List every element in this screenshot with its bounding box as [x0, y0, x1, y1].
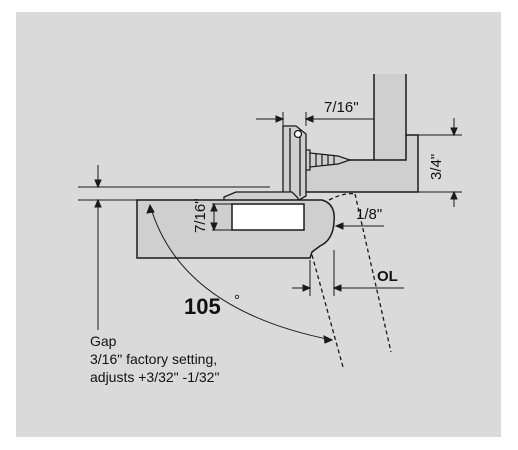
dimension-lines: [78, 112, 462, 344]
overlay-label: OL: [377, 268, 398, 285]
degree-symbol: °: [234, 292, 240, 309]
opening-angle: 105: [184, 294, 221, 319]
gap-adjustment: adjusts +3/32" -1/32": [90, 369, 219, 385]
open-door-outline: [311, 192, 392, 368]
dim-panel-thickness: 3/4": [428, 154, 445, 180]
gap-factory-setting: 3/16" factory setting,: [90, 351, 217, 367]
hinge-cup: [231, 203, 305, 231]
dim-cup-depth: 7/16": [192, 198, 209, 233]
gap-title: Gap: [90, 333, 117, 349]
door-section: [136, 199, 335, 259]
dim-hinge-offset: 7/16": [324, 99, 359, 116]
dim-edge: 1/8": [356, 206, 382, 223]
